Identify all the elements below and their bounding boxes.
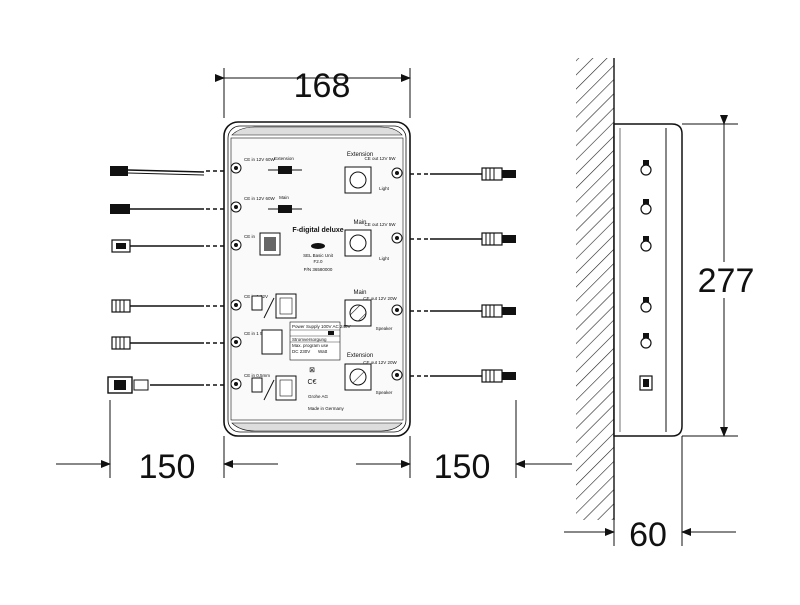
panel-title: F-digital deluxe	[292, 227, 343, 234]
output-block-3: Main Speaker	[344, 290, 393, 331]
ce-mark: C€	[308, 379, 317, 386]
left-port-5: CE in 1 5V	[230, 331, 266, 348]
dimension-depth: 60	[564, 436, 736, 554]
block-sub-label: Light	[379, 256, 390, 261]
wall	[576, 58, 615, 520]
output-block-2: Main Light	[344, 220, 390, 261]
side-connector-6	[639, 375, 653, 391]
right-port-2: CE out 12V 5W	[364, 222, 403, 244]
right-port-label: CE out 12V 20W	[363, 360, 397, 365]
inline-label: Main	[279, 195, 289, 200]
info-line: Stromversorgung	[292, 337, 327, 342]
center-text-3: P/N 36580000	[304, 267, 333, 272]
right-port-1: CE out 12V 5W	[364, 156, 403, 179]
side-connector-3	[640, 236, 652, 252]
left-cables	[107, 166, 224, 394]
inline-component-1: Extension	[268, 156, 302, 174]
side-connector-4	[640, 297, 652, 313]
block-sub-label: Speaker	[376, 390, 393, 395]
dimension-height: 277	[682, 115, 758, 437]
left-cable-6	[107, 376, 224, 394]
left-port-2: CE in 12V 60W	[230, 196, 276, 213]
block-sub-label: Speaker	[376, 326, 393, 331]
left-cable-2	[110, 204, 224, 214]
info-line: Power Supply 100V AC 240V	[292, 324, 351, 329]
dimension-cable-right-label: 150	[434, 448, 491, 486]
right-cable-2	[410, 232, 516, 246]
side-connector-1	[640, 160, 652, 176]
right-cable-4	[410, 369, 516, 383]
dimension-cable-right: 150	[356, 400, 572, 486]
side-view-unit	[613, 123, 683, 437]
block-label: Extension	[347, 152, 373, 158]
center-details: Extension Main F-digital deluxe SEL Basi…	[251, 156, 351, 411]
right-port-label: CE out 12V 20W	[363, 296, 397, 301]
left-port-3: CE in	[230, 234, 256, 251]
block-sub-label: Light	[379, 186, 390, 191]
control-unit	[223, 121, 411, 437]
dimension-cable-left-label: 150	[139, 448, 196, 486]
info-line: Watt	[318, 349, 328, 354]
footer-line: Made in Germany	[308, 406, 345, 411]
left-cable-4	[111, 299, 224, 313]
block-label: Extension	[347, 353, 373, 359]
info-table: Power Supply 100V AC 240V Stromversorgun…	[289, 321, 351, 361]
info-line: DC 230V	[292, 349, 310, 354]
left-port-label: CE in 12V 60W	[244, 196, 276, 201]
right-port-label: CE out 12V 5W	[364, 156, 396, 161]
output-blocks: Extension Light Main Light Main Speaker …	[344, 152, 393, 395]
left-port-label: CE in 0,5mm	[244, 373, 270, 378]
block-label: Main	[353, 290, 366, 296]
right-ports: CE out 12V 5W CE out 12V 5W CE out 12V 2…	[363, 156, 403, 381]
bin-symbol: ⊠	[309, 367, 315, 374]
block-label: Main	[353, 220, 366, 226]
output-block-4: Extension Speaker	[344, 353, 393, 395]
left-port-6: CE in 0,5mm	[230, 373, 270, 390]
inline-component-2: Main	[268, 195, 302, 213]
dimension-depth-label: 60	[629, 516, 667, 554]
left-port-1: CE in 12V 60W	[230, 157, 276, 174]
left-port-label: CE in	[244, 234, 256, 239]
right-cables	[410, 167, 516, 383]
dimension-cable-left: 150	[56, 400, 278, 486]
center-text-2: F2.0	[313, 259, 323, 264]
dimension-height-label: 277	[698, 262, 755, 300]
left-port-label: CE in 1 5V	[244, 331, 266, 336]
dimension-width: 168	[215, 67, 411, 118]
right-port-4: CE out 12V 20W	[363, 360, 403, 381]
info-line: Max. program use	[292, 343, 329, 348]
right-cable-1	[410, 167, 516, 181]
side-connector-5	[640, 333, 652, 349]
dimension-width-label: 168	[294, 67, 351, 105]
center-text-1: SEL Basic Unit	[303, 253, 334, 258]
left-cable-5	[111, 336, 224, 350]
inline-label: Extension	[274, 156, 294, 161]
output-block-1: Extension Light	[344, 152, 390, 194]
left-port-label: CE in 12V 60W	[244, 157, 276, 162]
right-cable-3	[410, 304, 516, 318]
footer-line: Grohe AG	[308, 394, 329, 399]
left-cable-1	[110, 166, 224, 176]
side-connector-2	[640, 199, 652, 215]
left-cable-3	[111, 239, 224, 253]
right-port-3: CE out 12V 20W	[363, 296, 403, 316]
right-port-label: CE out 12V 5W	[364, 222, 396, 227]
